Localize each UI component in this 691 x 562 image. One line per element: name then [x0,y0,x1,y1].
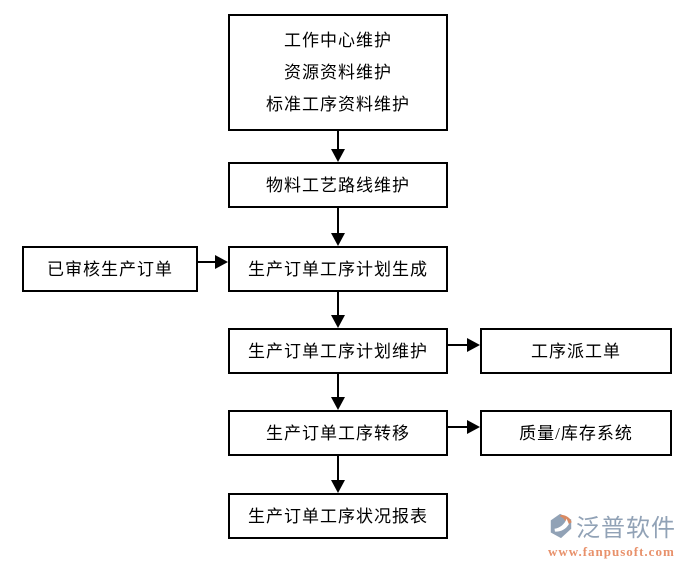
arrow-maintain-to-transfer-line [337,374,339,398]
brand-name: 泛普软件 [576,515,676,542]
node-label: 生产订单工序计划维护 [248,341,428,361]
node-label: 资源资料维护 [284,63,392,82]
arrow-approved-to-generate-head [215,255,228,269]
arrow-transfer-to-report-line [337,456,339,481]
node-label: 生产订单工序转移 [266,423,410,443]
node-label: 质量/库存系统 [519,423,633,443]
arrow-master-to-routing-line [337,131,339,150]
arrow-generate-to-maintain-head [331,315,345,328]
node-operation-plan-generate: 生产订单工序计划生成 [228,246,448,292]
node-operation-transfer: 生产订单工序转移 [228,410,448,456]
node-master-data-maintenance: 工作中心维护 资源资料维护 标准工序资料维护 [228,14,448,131]
node-label: 物料工艺路线维护 [266,175,410,195]
node-label: 工作中心维护 [284,31,392,50]
node-label: 标准工序资料维护 [266,95,410,114]
arrow-transfer-to-quality-line [447,426,468,428]
node-material-routing-maintenance: 物料工艺路线维护 [228,162,448,208]
brand-url: www.fanpusoft.com [548,544,675,559]
arrow-maintain-to-dispatch-line [447,344,468,346]
arrow-master-to-routing-head [331,149,345,162]
fanpu-logo-icon [548,513,574,539]
node-label: 工序派工单 [531,341,621,361]
node-label: 生产订单工序状况报表 [248,506,428,526]
node-operation-plan-maintain: 生产订单工序计划维护 [228,328,448,374]
arrow-maintain-to-dispatch-head [467,338,480,352]
arrow-generate-to-maintain-line [337,292,339,316]
node-label: 已审核生产订单 [47,259,173,279]
node-quality-inventory-system: 质量/库存系统 [480,410,672,456]
arrow-transfer-to-report-head [331,480,345,493]
arrow-routing-to-generate-line [337,208,339,234]
arrow-maintain-to-transfer-head [331,397,345,410]
arrow-transfer-to-quality-head [467,420,480,434]
brand-watermark: 泛普软件 www.fanpusoft.com [548,508,691,560]
node-approved-production-order: 已审核生产订单 [22,246,198,292]
arrow-approved-to-generate-line [198,261,216,263]
arrow-routing-to-generate-head [331,233,345,246]
node-operation-dispatch-order: 工序派工单 [480,328,672,374]
node-label: 生产订单工序计划生成 [248,259,428,279]
node-operation-status-report: 生产订单工序状况报表 [228,493,448,539]
